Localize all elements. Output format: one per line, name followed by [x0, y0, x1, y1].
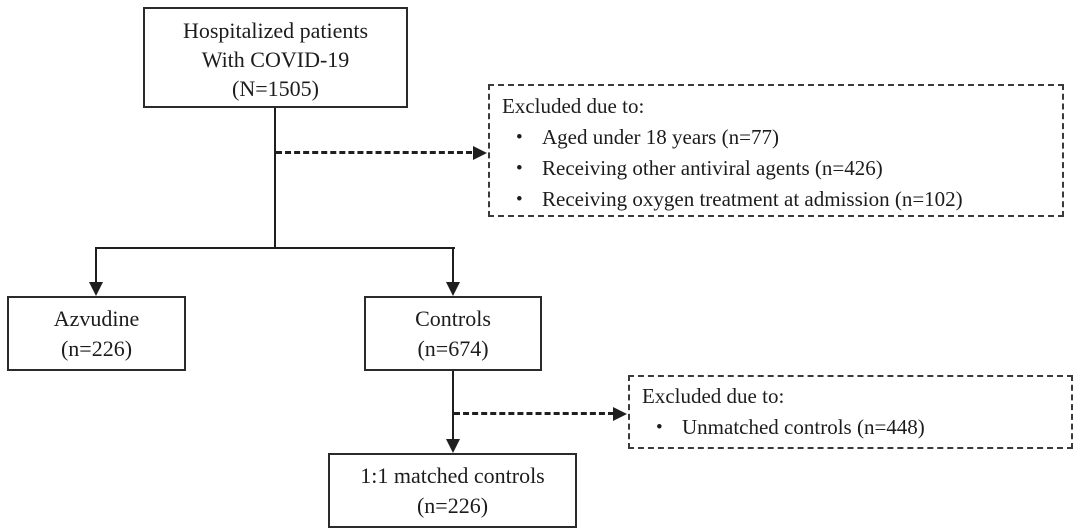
arrowhead-down-icon	[89, 282, 103, 296]
connector-branch-to-azvudine	[95, 247, 97, 283]
connector-branch-to-controls	[452, 247, 454, 283]
node-text-line: 1:1 matched controls	[360, 463, 545, 488]
excluded-bullet-text: Unmatched controls (n=448)	[682, 415, 925, 439]
excluded-box-bottom: Excluded due to: • Unmatched controls (n…	[628, 375, 1073, 449]
excluded-title: Excluded due to:	[642, 384, 785, 408]
bullet-icon: •	[516, 158, 523, 179]
excluded-bullet-row: • Unmatched controls (n=448)	[630, 412, 1071, 443]
connector-top-to-branch	[274, 108, 276, 249]
node-matched-controls: 1:1 matched controls (n=226)	[328, 453, 577, 528]
connector-dashed-excluded-top	[276, 151, 472, 154]
connector-branch-horizontal	[95, 247, 455, 249]
excluded-bullet-row: • Receiving other antiviral agents (n=42…	[490, 153, 1062, 184]
excluded-title: Excluded due to:	[502, 94, 645, 118]
node-hospitalized-patients: Hospitalized patients With COVID-19 (N=1…	[143, 7, 408, 108]
excluded-bullet-text: Aged under 18 years (n=77)	[542, 125, 779, 149]
bullet-icon: •	[656, 417, 663, 438]
node-text-line: (n=226)	[416, 493, 489, 518]
node-azvudine: Azvudine (n=226)	[7, 296, 186, 371]
arrowhead-right-icon	[613, 407, 627, 421]
connector-dashed-excluded-bottom	[454, 412, 614, 415]
excluded-box-top: Excluded due to: • Aged under 18 years (…	[488, 84, 1064, 217]
node-text-line: Controls	[415, 306, 491, 331]
excluded-bullet-row: • Aged under 18 years (n=77)	[490, 122, 1062, 153]
node-controls: Controls (n=674)	[364, 296, 542, 371]
node-text-line: Azvudine	[53, 306, 140, 331]
node-text-line: (N=1505)	[232, 76, 319, 101]
node-text-line: (n=226)	[60, 336, 133, 361]
node-text-line: Hospitalized patients	[182, 18, 369, 43]
excluded-bullet-text: Receiving oxygen treatment at admission …	[542, 187, 963, 211]
excluded-bullet-text: Receiving other antiviral agents (n=426)	[542, 156, 883, 180]
excluded-bullet-row: • Receiving oxygen treatment at admissio…	[490, 184, 1062, 215]
connector-controls-to-matched	[452, 371, 454, 441]
node-text-line: (n=674)	[417, 336, 489, 361]
arrowhead-down-icon	[446, 282, 460, 296]
node-text-line: With COVID-19	[201, 47, 350, 72]
bullet-icon: •	[516, 189, 523, 210]
bullet-icon: •	[516, 127, 523, 148]
arrowhead-down-icon	[446, 439, 460, 453]
arrowhead-right-icon	[473, 146, 487, 160]
